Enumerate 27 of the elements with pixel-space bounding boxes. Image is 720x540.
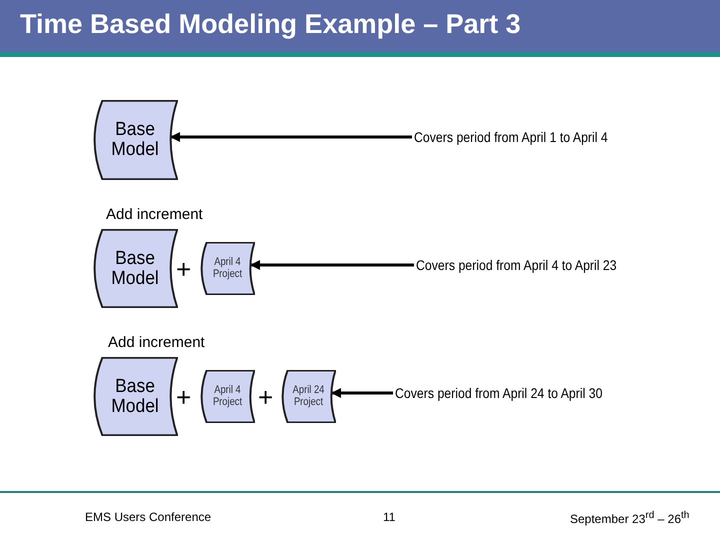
plus-sign: + <box>176 382 192 413</box>
shape-label: Base Model <box>110 376 160 416</box>
arrow <box>170 132 412 142</box>
stored-data-shape <box>200 370 255 423</box>
period-note: Covers period from April 1 to April 4 <box>414 129 608 145</box>
plus-sign: + <box>176 254 192 285</box>
slide-title: Time Based Modeling Example – Part 3 <box>20 9 521 40</box>
shape-label: Base Model <box>110 248 160 288</box>
footer-text: EMS Users Conference <box>85 510 212 524</box>
caption-text: Add increment <box>108 334 205 351</box>
stored-data-shape <box>92 357 178 436</box>
period-note: Covers period from April 24 to April 30 <box>395 385 602 401</box>
arrow <box>331 388 393 398</box>
arrow <box>250 260 414 270</box>
shape-label: Base Model <box>110 120 160 160</box>
stored-data-shape <box>92 229 178 308</box>
stored-data-shape <box>92 100 178 180</box>
caption-text: Add increment <box>106 206 203 223</box>
period-note: Covers period from April 4 to April 23 <box>416 257 617 273</box>
shape-label: April 4 Project <box>212 256 244 280</box>
page-number: 11 <box>383 510 396 524</box>
shape-label: April 4 Project <box>212 384 244 408</box>
plus-sign: + <box>258 382 274 413</box>
stored-data-shape <box>281 370 336 423</box>
shape-label: April 24 Project <box>292 384 326 408</box>
footer-date: September 23$^{rd}$ – 26$^{th}$ <box>570 510 690 526</box>
stored-data-shape <box>200 242 255 295</box>
